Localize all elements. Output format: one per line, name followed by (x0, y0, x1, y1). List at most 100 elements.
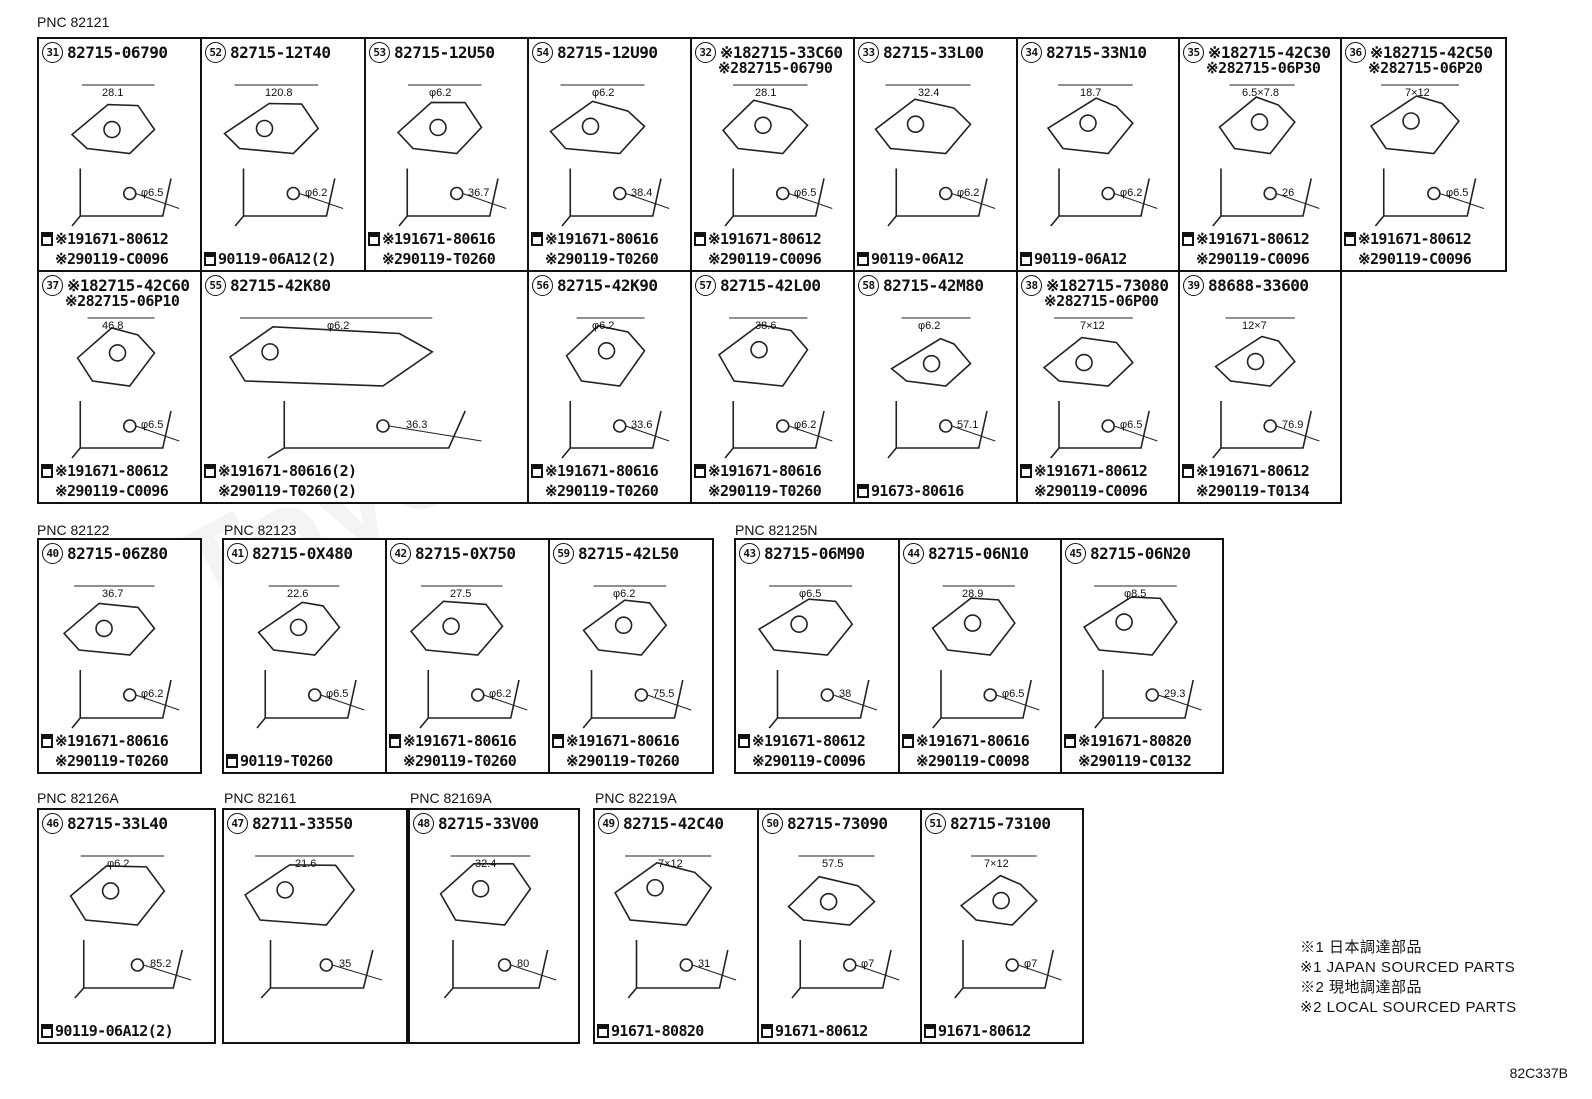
part-number[interactable]: ※182715-42C30 (1208, 43, 1331, 62)
fastener-part[interactable]: 90119-06A12 (1020, 250, 1127, 268)
part-number[interactable]: 82715-06790 (67, 43, 168, 62)
fastener-part[interactable]: ※191671-80616 (552, 732, 680, 750)
part-number[interactable]: 82715-06N10 (928, 544, 1029, 563)
fastener-part[interactable]: ※290119-C0096 (1344, 250, 1472, 268)
part-number[interactable]: 82715-42L50 (578, 544, 679, 563)
part-number[interactable]: 82715-42M80 (883, 276, 984, 295)
part-number[interactable]: 82715-12U90 (557, 43, 658, 62)
alt-part-number[interactable]: ※282715-06P00 (1044, 292, 1159, 310)
part-number[interactable]: 82715-73090 (787, 814, 888, 833)
alt-part-number[interactable]: ※282715-06790 (718, 59, 833, 77)
alt-part-number[interactable]: ※282715-06P20 (1368, 59, 1483, 77)
part-number[interactable]: 82715-73100 (950, 814, 1051, 833)
part-number[interactable]: 88688-33600 (1208, 276, 1309, 295)
fastener-part[interactable]: 90119-06A12(2) (204, 250, 337, 268)
fastener-part[interactable]: ※191671-80616 (902, 732, 1030, 750)
fastener-part[interactable]: ※191671-80612 (41, 230, 169, 248)
fastener-part[interactable]: ※191671-80616 (41, 732, 169, 750)
fastener-part[interactable]: 91671-80612 (761, 1022, 868, 1040)
part-number[interactable]: 82715-0X750 (415, 544, 516, 563)
fastener-part[interactable]: ※191671-80820 (1064, 732, 1192, 750)
part-number[interactable]: 82715-42C40 (623, 814, 724, 833)
part-number[interactable]: ※182715-42C60 (67, 276, 190, 295)
fastener-part[interactable]: ※191671-80612 (41, 462, 169, 480)
fastener-part[interactable]: ※290119-C0096 (738, 752, 866, 770)
part-number[interactable]: 82715-12U50 (394, 43, 495, 62)
fastener-part[interactable]: ※191671-80612 (1344, 230, 1472, 248)
alt-part-number[interactable]: ※282715-06P10 (65, 292, 180, 310)
fastener-part[interactable]: ※191671-80616 (694, 462, 822, 480)
fastener-part[interactable]: 91671-80820 (597, 1022, 704, 1040)
fastener-part[interactable]: ※191671-80616 (368, 230, 496, 248)
part-number[interactable]: 82715-42K80 (230, 276, 331, 295)
fastener-part[interactable]: ※290119-T0260 (531, 250, 659, 268)
fastener-part[interactable]: ※191671-80616 (389, 732, 517, 750)
part-number[interactable]: 82715-33L40 (67, 814, 168, 833)
fastener-part[interactable]: ※191671-80612 (738, 732, 866, 750)
part-number[interactable]: 82715-0X480 (252, 544, 353, 563)
fastener-part[interactable]: ※290119-C0098 (902, 752, 1030, 770)
part-number[interactable]: ※182715-33C60 (720, 43, 843, 62)
fastener-part[interactable]: ※290119-C0096 (41, 250, 169, 268)
fastener-part[interactable]: ※290119-T0260 (531, 482, 659, 500)
fastener-part[interactable]: ※290119-T0260 (368, 250, 496, 268)
fastener-part[interactable]: ※290119-T0260 (552, 752, 680, 770)
part-number[interactable]: 82715-42L00 (720, 276, 821, 295)
part-number[interactable]: 82711-33550 (252, 814, 353, 833)
fastener-part[interactable]: 90119-06A12(2) (41, 1022, 174, 1040)
fastener-part[interactable]: ※290119-C0132 (1064, 752, 1192, 770)
part-number[interactable]: ※182715-73080 (1046, 276, 1169, 295)
part-number[interactable]: 82715-06M90 (764, 544, 865, 563)
fastener-part[interactable]: 91671-80612 (924, 1022, 1031, 1040)
fastener-part[interactable]: ※290119-C0096 (1182, 250, 1310, 268)
fastener-part[interactable]: ※191671-80616(2) (204, 462, 357, 480)
part-number[interactable]: 82715-12T40 (230, 43, 331, 62)
fastener-part[interactable]: ※290119-T0260 (694, 482, 822, 500)
fastener-part[interactable]: ※290119-C0096 (694, 250, 822, 268)
fastener-part[interactable]: ※191671-80616 (531, 230, 659, 248)
part-number[interactable]: 82715-42K90 (557, 276, 658, 295)
alt-part-number[interactable]: ※282715-06P30 (1206, 59, 1321, 77)
fastener-part[interactable]: ※290119-C0096 (41, 482, 169, 500)
fastener-part[interactable]: ※191671-80616 (531, 462, 659, 480)
fastener-part[interactable]: ※290119-T0260(2) (204, 482, 357, 500)
fastener-part[interactable]: 90119-06A12 (857, 250, 964, 268)
fastener-part[interactable]: ※290119-T0260 (389, 752, 517, 770)
part-number[interactable]: 82715-33V00 (438, 814, 539, 833)
fastener-part[interactable]: ※290119-T0260 (41, 752, 169, 770)
fastener-part[interactable]: ※191671-80612 (1182, 462, 1310, 480)
fastener-part[interactable]: ※191671-80612 (1020, 462, 1148, 480)
part-number[interactable]: 82715-06Z80 (67, 544, 168, 563)
fastener-part[interactable]: ※191671-80612 (694, 230, 822, 248)
part-number[interactable]: 82715-33N10 (1046, 43, 1147, 62)
part-number[interactable]: 82715-33L00 (883, 43, 984, 62)
fastener-part[interactable]: 90119-T0260 (226, 752, 333, 770)
part-number[interactable]: 82715-06N20 (1090, 544, 1191, 563)
fastener-part[interactable]: 91673-80616 (857, 482, 964, 500)
